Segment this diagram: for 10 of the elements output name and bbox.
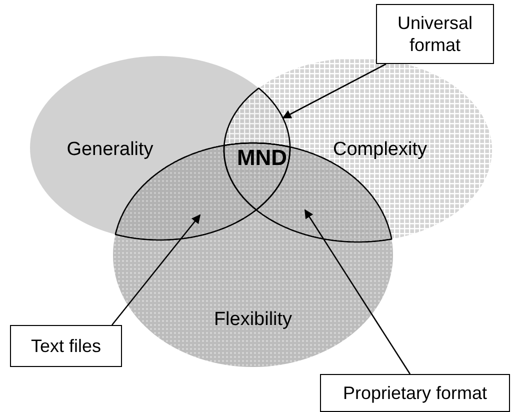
circle-label: Flexibility bbox=[214, 309, 292, 331]
leader-arrow bbox=[282, 63, 386, 119]
callout-box: Proprietary format bbox=[320, 374, 510, 412]
leader-arrow bbox=[112, 214, 201, 326]
callout-box: Text files bbox=[10, 325, 122, 367]
circle-label: Complexity bbox=[333, 139, 427, 161]
leader-arrow bbox=[304, 209, 411, 374]
callout-box: Universal format bbox=[376, 4, 494, 64]
circle-label: Generality bbox=[66, 139, 154, 161]
center-label: MND bbox=[236, 145, 288, 171]
